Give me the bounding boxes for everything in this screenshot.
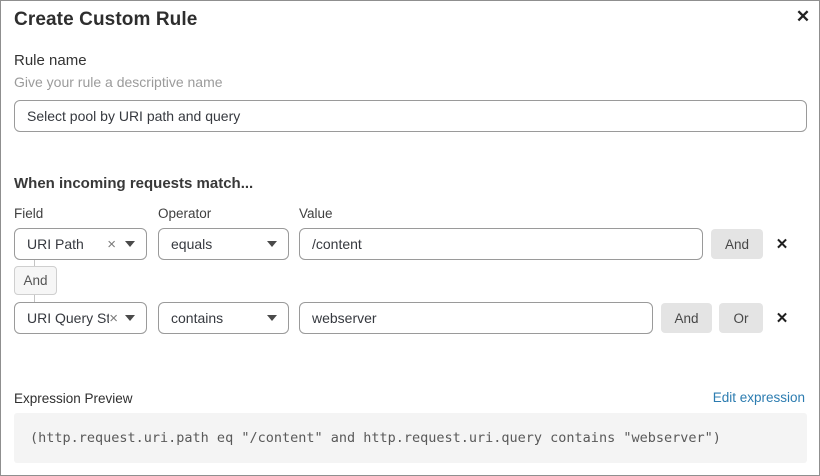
connector-and-badge: And	[14, 266, 57, 295]
rule-name-input[interactable]	[14, 100, 807, 132]
row2-and-button[interactable]: And	[661, 303, 712, 333]
row1-value-input[interactable]	[299, 228, 703, 260]
edit-expression-link[interactable]: Edit expression	[712, 390, 805, 405]
match-heading: When incoming requests match...	[14, 175, 254, 192]
chevron-down-icon	[125, 315, 135, 321]
row1-operator-value: equals	[171, 236, 213, 252]
row2-operator-value: contains	[171, 310, 224, 326]
chevron-down-icon	[267, 241, 277, 247]
rule-name-label: Rule name	[14, 52, 87, 69]
row1-field-select[interactable]: URI Path ×	[14, 228, 147, 260]
row2-or-button[interactable]: Or	[719, 303, 763, 333]
row2-field-value: URI Query St...	[27, 310, 110, 326]
row1-field-value: URI Path	[27, 236, 84, 252]
clear-icon[interactable]: ×	[109, 309, 118, 327]
rule-name-hint: Give your rule a descriptive name	[14, 74, 223, 90]
expression-preview-label: Expression Preview	[14, 391, 133, 406]
close-icon[interactable]: ✕	[795, 7, 811, 26]
row2-remove-icon[interactable]: ✕	[775, 310, 789, 327]
row2-field-select[interactable]: URI Query St... ×	[14, 302, 147, 334]
operator-column-label: Operator	[158, 206, 212, 221]
row2-value-input[interactable]	[299, 302, 653, 334]
dialog-title: Create Custom Rule	[14, 9, 198, 30]
row1-operator-select[interactable]: equals	[158, 228, 289, 260]
clear-icon[interactable]: ×	[107, 235, 116, 253]
field-column-label: Field	[14, 206, 44, 221]
value-column-label: Value	[299, 206, 333, 221]
expression-code: (http.request.uri.path eq "/content" and…	[30, 430, 721, 446]
row1-remove-icon[interactable]: ✕	[775, 236, 789, 253]
chevron-down-icon	[267, 315, 277, 321]
chevron-down-icon	[125, 241, 135, 247]
rule-name-field-wrap	[14, 100, 807, 132]
row2-value-field-wrap	[299, 302, 653, 334]
row1-value-field-wrap	[299, 228, 703, 260]
row1-and-button[interactable]: And	[711, 229, 763, 259]
expression-code-block: (http.request.uri.path eq "/content" and…	[14, 413, 807, 463]
row2-operator-select[interactable]: contains	[158, 302, 289, 334]
